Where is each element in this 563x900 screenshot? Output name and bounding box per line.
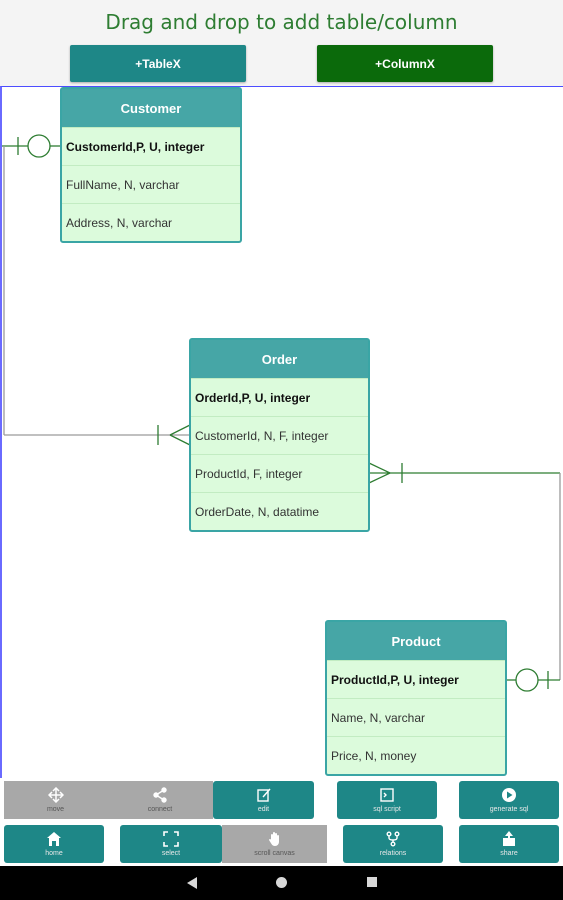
entity-order[interactable]: Order OrderId,P, U, integer CustomerId, … bbox=[189, 338, 370, 532]
entity-title: Product bbox=[327, 622, 505, 660]
home-icon bbox=[47, 832, 61, 846]
system-nav-bar bbox=[0, 866, 563, 900]
edit-icon bbox=[256, 788, 271, 802]
page-title: Drag and drop to add table/column bbox=[105, 10, 458, 34]
back-icon[interactable] bbox=[186, 876, 198, 890]
connect-label: connect bbox=[147, 806, 173, 813]
relations-layer bbox=[2, 134, 561, 692]
add-table-button[interactable]: +TableX bbox=[70, 45, 246, 82]
entity-title: Order bbox=[191, 340, 368, 378]
terminal-icon bbox=[380, 788, 394, 802]
select-button[interactable]: select bbox=[120, 825, 222, 863]
column-row[interactable]: FullName, N, varchar bbox=[62, 165, 240, 203]
column-row[interactable]: OrderId,P, U, integer bbox=[191, 378, 368, 416]
generate-sql-button[interactable]: generate sql bbox=[459, 781, 559, 819]
relation-customer-order[interactable] bbox=[2, 134, 191, 446]
edit-button[interactable]: edit bbox=[213, 781, 314, 819]
entity-title: Customer bbox=[62, 89, 240, 127]
home-nav-icon[interactable] bbox=[275, 876, 288, 889]
sql-script-label: sql script bbox=[373, 806, 401, 813]
select-label: select bbox=[161, 850, 181, 857]
home-label: home bbox=[45, 850, 63, 857]
recents-icon[interactable] bbox=[366, 876, 378, 888]
select-corners-icon bbox=[163, 831, 179, 847]
export-icon bbox=[503, 831, 515, 846]
share-button[interactable]: share bbox=[459, 825, 559, 863]
scroll-canvas-button[interactable]: scroll canvas bbox=[222, 825, 327, 863]
column-row[interactable]: OrderDate, N, datatime bbox=[191, 492, 368, 530]
share-label: share bbox=[500, 850, 518, 857]
relations-button[interactable]: relations bbox=[343, 825, 443, 863]
column-row[interactable]: ProductId,P, U, integer bbox=[327, 660, 505, 698]
column-row[interactable]: CustomerId,P, U, integer bbox=[62, 127, 240, 165]
generate-sql-label: generate sql bbox=[489, 806, 529, 813]
sql-script-button[interactable]: sql script bbox=[337, 781, 437, 819]
edit-label: edit bbox=[257, 806, 270, 813]
relations-label: relations bbox=[379, 850, 407, 857]
entity-customer[interactable]: Customer CustomerId,P, U, integer FullNa… bbox=[60, 87, 242, 243]
move-arrows-icon bbox=[47, 787, 64, 803]
add-column-button[interactable]: +ColumnX bbox=[317, 45, 493, 82]
move-label: move bbox=[46, 806, 65, 813]
column-row[interactable]: CustomerId, N, F, integer bbox=[191, 416, 368, 454]
header: Drag and drop to add table/column +Table… bbox=[0, 0, 563, 86]
fork-icon bbox=[386, 831, 400, 847]
column-row[interactable]: Price, N, money bbox=[327, 736, 505, 774]
share-nodes-icon bbox=[153, 787, 167, 803]
column-row[interactable]: Address, N, varchar bbox=[62, 203, 240, 241]
column-row[interactable]: ProductId, F, integer bbox=[191, 454, 368, 492]
relation-order-product[interactable] bbox=[368, 462, 561, 692]
hand-icon bbox=[268, 832, 279, 847]
move-button[interactable]: move bbox=[4, 781, 107, 819]
play-icon bbox=[502, 788, 516, 802]
entity-product[interactable]: Product ProductId,P, U, integer Name, N,… bbox=[325, 620, 507, 776]
diagram-canvas[interactable]: Customer CustomerId,P, U, integer FullNa… bbox=[0, 86, 563, 778]
home-button[interactable]: home bbox=[4, 825, 104, 863]
column-row[interactable]: Name, N, varchar bbox=[327, 698, 505, 736]
bottom-toolbar: move connect edit sql script generate sq… bbox=[0, 778, 563, 866]
scroll-canvas-label: scroll canvas bbox=[254, 850, 295, 857]
connect-button[interactable]: connect bbox=[107, 781, 213, 819]
